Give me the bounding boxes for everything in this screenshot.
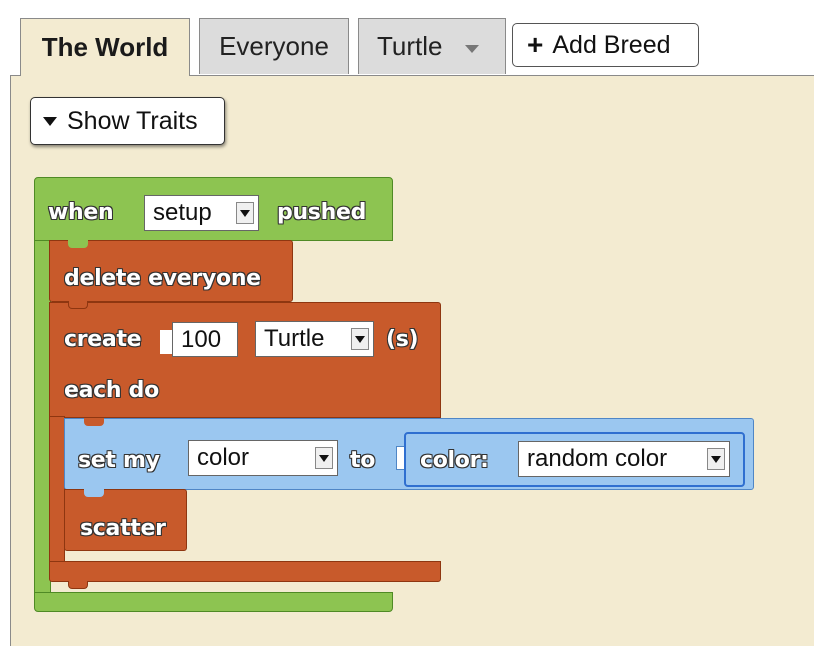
breed-dropdown[interactable]: Turtle (255, 321, 374, 357)
create-block[interactable] (49, 302, 441, 418)
chevron-down-icon[interactable] (464, 44, 479, 53)
tab-turtle-label: Turtle (377, 31, 443, 61)
add-breed-button[interactable]: + Add Breed (512, 23, 699, 67)
tab-the-world[interactable]: The World (20, 18, 190, 76)
delete-everyone-block[interactable] (49, 240, 293, 302)
event-dropdown-value: setup (153, 199, 212, 226)
when-label: when (48, 200, 114, 225)
connector-notch (84, 489, 104, 497)
connector-notch (84, 418, 104, 426)
connector-notch (68, 240, 88, 248)
color-dropdown-value: random color (527, 445, 668, 472)
scatter-label: scatter (80, 516, 166, 541)
plus-icon: + (527, 29, 544, 60)
show-traits-button[interactable]: Show Traits (30, 97, 225, 145)
event-dropdown[interactable]: setup (144, 195, 259, 231)
delete-everyone-label: delete everyone (64, 266, 261, 291)
dropdown-arrow-icon[interactable] (236, 202, 254, 224)
create-block-arm (49, 416, 65, 562)
trait-dropdown-value: color (197, 444, 250, 471)
plural-label: (s) (386, 327, 419, 352)
when-pushed-block-footer (34, 592, 393, 612)
tab-everyone[interactable]: Everyone (199, 18, 349, 74)
color-reporter-label: color: (420, 448, 489, 473)
tab-the-world-label: The World (41, 32, 169, 62)
trait-dropdown[interactable]: color (188, 440, 338, 476)
dropdown-arrow-icon[interactable] (315, 447, 333, 469)
color-dropdown[interactable]: random color (518, 441, 730, 477)
set-my-label: set my (78, 448, 160, 473)
each-do-label: each do (64, 378, 159, 403)
dropdown-arrow-icon[interactable] (351, 328, 369, 350)
tab-everyone-label: Everyone (219, 31, 329, 61)
tab-turtle[interactable]: Turtle (358, 18, 506, 74)
connector-notch (68, 301, 88, 309)
show-traits-label: Show Traits (67, 106, 198, 135)
create-label: create (64, 327, 142, 352)
breed-dropdown-value: Turtle (264, 325, 325, 352)
to-label: to (350, 448, 376, 473)
caret-down-icon (43, 116, 57, 126)
connector-notch (68, 581, 88, 589)
count-input-value: 100 (181, 325, 222, 353)
add-breed-label: Add Breed (552, 30, 671, 59)
create-block-footer (49, 561, 441, 582)
pushed-label: pushed (277, 200, 367, 225)
dropdown-arrow-icon[interactable] (707, 448, 725, 470)
count-input[interactable]: 100 (172, 322, 238, 357)
input-socket (160, 330, 174, 354)
scatter-block[interactable] (64, 489, 187, 551)
